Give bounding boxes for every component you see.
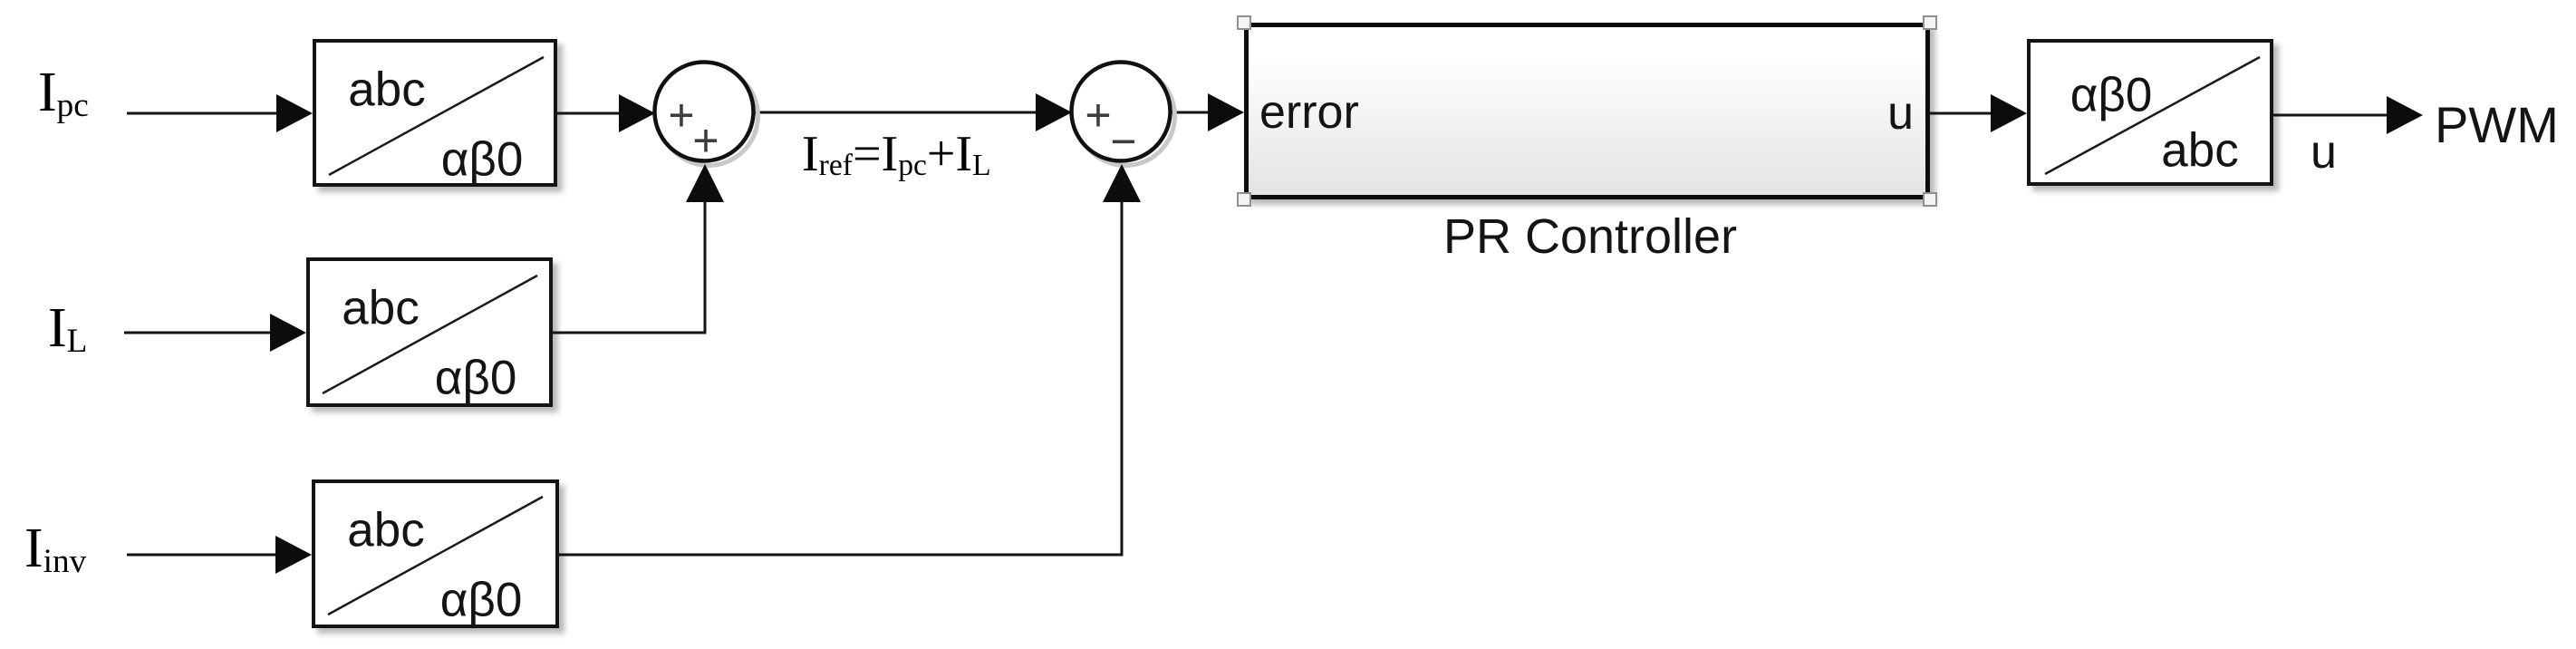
sum1-left-sign: + xyxy=(668,90,694,140)
ipc-signal-label: Ipc xyxy=(38,62,89,124)
iinv-signal-label: Iinv xyxy=(24,518,86,579)
sum2-shadow xyxy=(1074,64,1177,168)
sum-junction-2[interactable]: + − xyxy=(1069,60,1177,168)
il-sub: L xyxy=(66,322,88,360)
il-signal-label: IL xyxy=(48,297,87,359)
ipc-base: I xyxy=(38,62,57,123)
eq-plus: + xyxy=(926,126,956,182)
arrowhead-il xyxy=(270,314,306,352)
iinv-sub: inv xyxy=(43,542,87,580)
block3-ab0-label: αβ0 xyxy=(439,573,523,627)
arrowhead-up-sum1 xyxy=(686,164,724,202)
block1-abc-label: abc xyxy=(348,63,426,117)
arrowhead-into-pr xyxy=(1208,93,1244,131)
eq-sub1: ref xyxy=(818,149,853,183)
outblock-ab0-label: αβ0 xyxy=(2069,68,2153,122)
eq-sub2: pc xyxy=(898,149,927,183)
sum1-bottom-sign: + xyxy=(692,115,719,166)
eq-i1: I xyxy=(802,126,819,182)
arrowhead-up-sum2 xyxy=(1103,164,1141,202)
il-base: I xyxy=(48,297,67,359)
sum1-shadow xyxy=(657,64,760,168)
pr-controller-block[interactable] xyxy=(1244,23,1930,199)
iref-equation-label: Iref=Ipc+IL xyxy=(802,126,991,183)
sum2-left-sign: + xyxy=(1085,90,1111,140)
pr-output-port-label: u xyxy=(1887,86,1914,140)
block1-ab0-label: αβ0 xyxy=(440,132,524,187)
sum2-circle[interactable] xyxy=(1069,60,1172,163)
arrowhead-pwm xyxy=(2387,96,2423,134)
arrowhead-ipc xyxy=(276,94,313,132)
block2-ab0-label: αβ0 xyxy=(434,351,517,405)
sum1-circle[interactable] xyxy=(652,60,756,163)
arrowhead-into-sum2 xyxy=(1036,93,1072,131)
pwm-terminal-label: PWM xyxy=(2435,95,2559,153)
eq-sub3: L xyxy=(972,149,991,183)
outblock-abc-label: abc xyxy=(2161,123,2239,178)
ipc-sub: pc xyxy=(56,86,89,124)
eq-equals: = xyxy=(852,126,882,182)
u-signal-label: u xyxy=(2311,125,2337,179)
arrowhead-into-out-block xyxy=(1991,94,2027,132)
iinv-base: I xyxy=(24,518,43,579)
block3-abc-label: abc xyxy=(347,503,425,557)
arrowhead-into-sum1 xyxy=(619,94,655,132)
pr-input-port-label: error xyxy=(1259,85,1359,139)
sum-junction-1[interactable]: + + xyxy=(652,60,760,168)
sum2-bottom-sign: − xyxy=(1110,116,1136,167)
wire-block3-to-sum2[interactable] xyxy=(559,202,1124,557)
pr-controller-caption[interactable]: PR Controller xyxy=(1442,209,1738,264)
eq-i2: I xyxy=(881,126,899,182)
eq-i3: I xyxy=(955,126,973,182)
block2-abc-label: abc xyxy=(342,281,420,335)
arrowhead-iinv xyxy=(275,536,312,574)
wire-block2-to-sum1[interactable] xyxy=(553,202,707,334)
